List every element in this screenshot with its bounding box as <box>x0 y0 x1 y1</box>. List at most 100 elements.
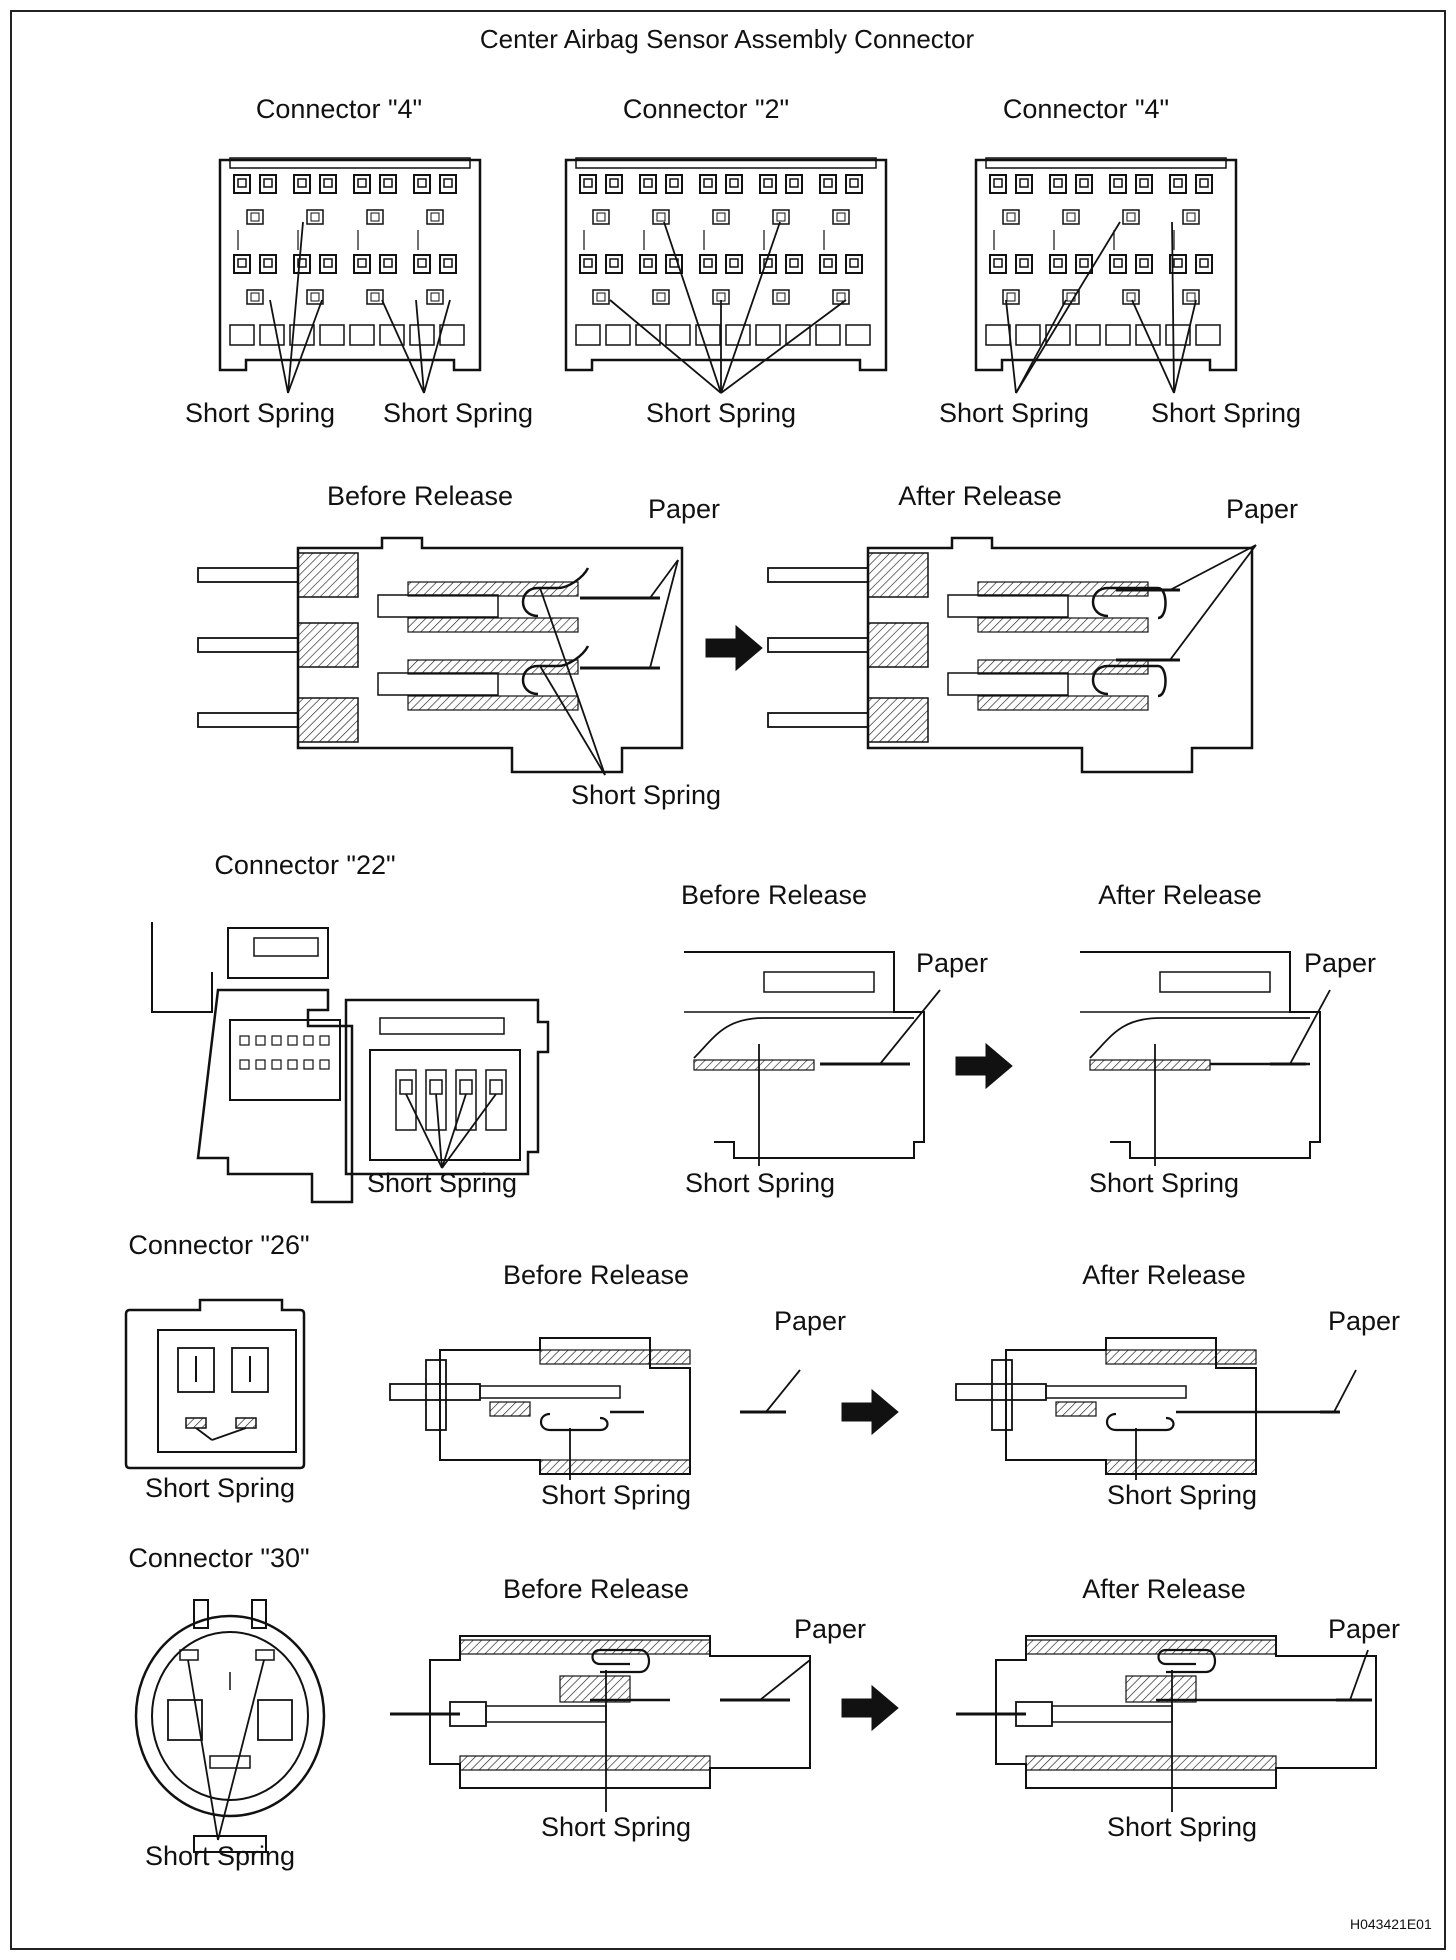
leader-line <box>663 221 722 394</box>
bottom-cavity <box>695 324 721 346</box>
connector-22-face <box>369 1049 521 1161</box>
short-spring-contact-inner <box>596 292 606 302</box>
bottom-cavity <box>845 324 871 346</box>
terminal-cavity <box>665 174 683 194</box>
short-spring-contact <box>246 289 264 305</box>
terminal-cavity <box>1075 174 1093 194</box>
section-spring-line <box>693 1017 914 1059</box>
terminal-section <box>485 1705 607 1723</box>
connector-latch-rail <box>985 157 1227 169</box>
terminal-cavity <box>1109 174 1127 194</box>
leader-line <box>195 1427 213 1441</box>
short-spring <box>1091 586 1167 620</box>
terminal-pin <box>823 258 833 268</box>
connector-22-cavity <box>395 1069 417 1131</box>
connector-22-pin <box>271 1035 282 1046</box>
terminal-pin <box>323 178 333 188</box>
terminal-pin <box>703 178 713 188</box>
terminal-cavity <box>1169 174 1187 194</box>
connector-26-face <box>157 1329 297 1453</box>
terminal-cavity <box>379 254 397 274</box>
paper-label: Paper <box>1225 494 1299 524</box>
short-spring-contact-inner <box>656 292 666 302</box>
connector-22-pin <box>255 1059 266 1070</box>
connector-22-label: Connector "22" <box>214 850 396 880</box>
terminal-cavity <box>379 174 397 194</box>
terminal-section <box>479 1385 621 1399</box>
terminal-pin <box>1019 258 1029 268</box>
short-spring-contact <box>652 209 670 225</box>
terminal-pin <box>729 258 739 268</box>
terminal-section <box>1045 1385 1187 1399</box>
terminal-cavity <box>785 174 803 194</box>
release-arrow <box>841 1388 899 1436</box>
release-arrow <box>955 1042 1013 1090</box>
bottom-cavity <box>1195 324 1221 346</box>
terminal-cavity <box>699 254 717 274</box>
hatched-wall <box>1105 1459 1257 1475</box>
terminal-pin <box>849 258 859 268</box>
short-spring-contact-inner <box>250 212 260 222</box>
terminal-pin <box>789 258 799 268</box>
connector-22-left-body <box>196 988 354 1204</box>
terminal-cavity <box>845 254 863 274</box>
leader-line <box>287 221 304 394</box>
terminal-pin <box>237 258 247 268</box>
terminal-pin <box>1139 178 1149 188</box>
connector-22-cavity <box>485 1069 507 1131</box>
short-spring <box>539 1412 609 1432</box>
leader-line <box>415 299 425 394</box>
bottom-cavity <box>289 324 315 346</box>
wire-lead <box>197 712 299 728</box>
connector-26-housing <box>124 1298 306 1470</box>
terminal-pin <box>643 178 653 188</box>
leader-line <box>211 1427 247 1441</box>
terminal-pin <box>1199 178 1209 188</box>
terminal-housing-hatch <box>867 552 929 598</box>
terminal-pin <box>443 178 453 188</box>
connector-22-receptacle <box>229 1019 341 1101</box>
terminal-cavity <box>353 254 371 274</box>
connector-30-tab <box>251 1599 267 1629</box>
terminal-cavity <box>989 254 1007 274</box>
short-spring-contact <box>1182 209 1200 225</box>
connector-26-section <box>124 1298 1357 1480</box>
short-spring-contact <box>772 289 790 305</box>
terminal-pin <box>1173 258 1183 268</box>
connector-26-cavity <box>231 1347 269 1393</box>
leader-line <box>187 1659 219 1841</box>
connector-30-label: Connector "30" <box>128 1543 310 1573</box>
short-spring-contact <box>306 289 324 305</box>
terminal-pin <box>383 178 393 188</box>
connector-22-cavity <box>455 1069 477 1131</box>
hatched-latch <box>1055 1401 1097 1417</box>
connector-30-tab <box>193 1599 209 1629</box>
bottom-cavity <box>1135 324 1161 346</box>
short-spring-contact-inner <box>776 212 786 222</box>
bottom-cavity <box>229 324 255 346</box>
hatched-wall <box>977 695 1149 711</box>
hatched-body <box>559 1675 631 1703</box>
terminal-cavity <box>293 254 311 274</box>
terminal-pin <box>263 258 273 268</box>
connector-22-pin <box>303 1059 314 1070</box>
bottom-cavity <box>409 324 435 346</box>
leader-line <box>1169 544 1257 661</box>
terminal-cavity <box>725 254 743 274</box>
terminal-pin <box>1079 258 1089 268</box>
terminal-cavity <box>1049 254 1067 274</box>
wire-lead <box>197 637 299 653</box>
short-spring-contact-inner <box>836 212 846 222</box>
bracket-outline <box>151 922 213 1013</box>
short-spring-contact <box>429 1079 443 1095</box>
hatched-wall <box>407 695 579 711</box>
section-slot <box>1159 971 1271 993</box>
hatched-wall <box>407 659 579 675</box>
paper-label: Paper <box>1327 1306 1401 1336</box>
terminal-cavity <box>1109 254 1127 274</box>
short-spring-contact-inner <box>1066 212 1076 222</box>
connector-30-section <box>134 1599 1377 1853</box>
terminal-pin <box>1199 258 1209 268</box>
terminal-pin <box>263 178 273 188</box>
terminal-section <box>947 672 1069 696</box>
